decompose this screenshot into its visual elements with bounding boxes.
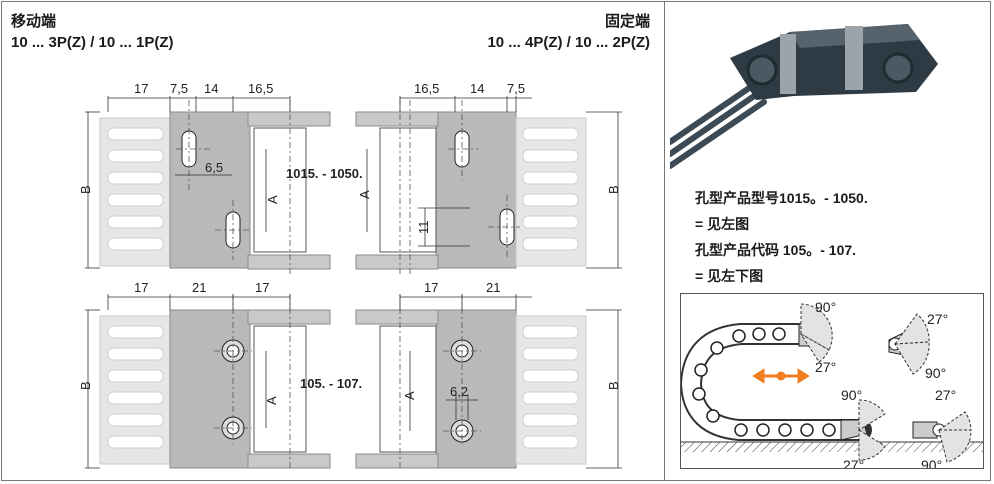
spec-line-4: = 见左下图 [695, 268, 764, 284]
spec-line-1: 孔型产品型号1015。- 1050. [695, 190, 868, 206]
top-dim-2: 7,5 [170, 81, 188, 96]
angle-7: 27° [843, 457, 864, 468]
top-a-label: A [265, 195, 280, 204]
top-b-label-right: B [606, 185, 621, 194]
angle-6: 27° [935, 387, 956, 403]
bottom-b-label: B [78, 381, 93, 390]
bottom-drawing: 17 21 17 17 21 6,2 105. - 107. A A B B [78, 280, 622, 470]
bottom-series-label: 105. - 107. [300, 376, 362, 391]
bottom-dim-5: 21 [486, 280, 500, 295]
angle-1: 90° [815, 299, 836, 315]
bottom-dim-1: 17 [134, 280, 148, 295]
top-dim-5: 16,5 [414, 81, 439, 96]
bottom-dim-3: 17 [255, 280, 269, 295]
spec-line-3: 孔型产品代码 105。- 107. [695, 242, 857, 258]
top-dim-1: 17 [134, 81, 148, 96]
bottom-a-label-right: A [402, 391, 417, 400]
panel-divider [664, 1, 665, 481]
top-dim-3: 14 [204, 81, 218, 96]
top-b-label: B [78, 185, 93, 194]
bottom-b-label-right: B [606, 381, 621, 390]
top-a-label-right: A [357, 190, 372, 199]
moving-end-title: 移动端 [11, 13, 57, 30]
spec-line-2: = 见左图 [695, 216, 750, 232]
bottom-a-label: A [264, 396, 279, 405]
top-series-label: 1015. - 1050. [286, 166, 363, 181]
moving-end-subtitle: 10 ... 3P(Z) / 10 ... 1P(Z) [11, 34, 174, 51]
top-dim-4: 16,5 [248, 81, 273, 96]
top-drawing: 17 7,5 14 16,5 16,5 14 7,5 6,5 1015. - 1… [78, 81, 622, 275]
top-hole-dim: 6,5 [205, 160, 223, 175]
top-slot-dim: 11 [416, 221, 431, 235]
bottom-dim-2: 21 [192, 280, 206, 295]
angle-8: 90° [921, 457, 942, 468]
fixed-end-subtitle: 10 ... 4P(Z) / 10 ... 2P(Z) [487, 34, 650, 51]
chain-angle-inset: 90° 27° 27° 90° 90° 27° 27° 90° [679, 293, 984, 473]
technical-drawing: 17 7,5 14 16,5 16,5 14 7,5 6,5 1015. - 1… [78, 81, 622, 470]
top-dim-7: 7,5 [507, 81, 525, 96]
bottom-hole-dim: 6,2 [450, 384, 468, 399]
angle-2: 27° [815, 359, 836, 375]
angle-4: 90° [925, 365, 946, 381]
bottom-dim-4: 17 [424, 280, 438, 295]
top-dim-6: 14 [470, 81, 484, 96]
angle-5: 90° [841, 387, 862, 403]
angle-3: 27° [927, 311, 948, 327]
product-photo [670, 4, 988, 170]
fixed-end-title: 固定端 [604, 13, 650, 30]
